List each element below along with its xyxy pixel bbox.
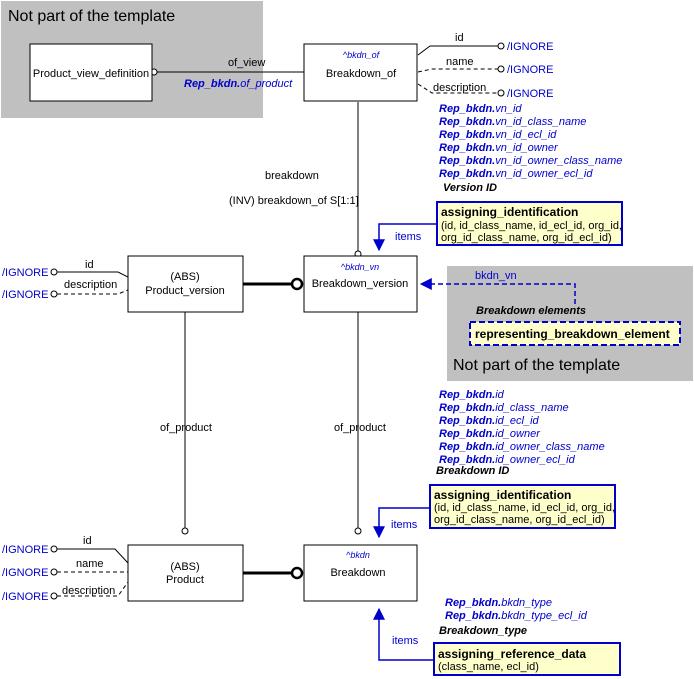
param-line: Rep_bkdn.vn_id_owner_ecl_id	[439, 168, 593, 180]
relation-bkdn-vn: bkdn_vn	[475, 270, 517, 282]
ignore-target[interactable]: /IGNORE	[2, 591, 48, 603]
relation-of-view: of_view	[228, 57, 265, 69]
relation-breakdown-elements: Breakdown elements	[476, 305, 586, 317]
param-line: Rep_bkdn.vn_id_owner	[439, 142, 559, 154]
entity-abs: (ABS)	[170, 271, 199, 283]
param-line: Rep_bkdn.id_owner_ecl_id	[439, 454, 576, 466]
attribute-name: id	[455, 32, 464, 44]
param-line: Rep_bkdn.vn_id_class_name	[439, 116, 586, 128]
ignore-target[interactable]: /IGNORE	[507, 41, 553, 53]
entity-label: Product	[166, 574, 204, 586]
param-line: Rep_bkdn.id	[439, 389, 505, 401]
entity-abs: (ABS)	[170, 561, 199, 573]
attribute-name: description	[62, 585, 115, 597]
param-group-breakdown-type: Rep_bkdn.bkdn_type Rep_bkdn.bkdn_type_ec…	[439, 597, 588, 637]
template-arrows	[373, 223, 576, 661]
template-title: assigning_reference_data	[438, 647, 586, 661]
relation-breakdown: breakdown	[265, 170, 319, 182]
entity-breakdown-version[interactable]: ^bkdn_vn Breakdown_version	[303, 255, 418, 313]
ignore-target[interactable]: /IGNORE	[2, 289, 48, 301]
template-assigning-identification-breakdown[interactable]: assigning_identification (id, id_class_n…	[429, 484, 616, 529]
entity-product-view-definition[interactable]: Product_view_definition	[29, 43, 153, 102]
param-line: Rep_bkdn.vn_id_ecl_id	[439, 129, 557, 141]
breakdown-of-attribute-lines	[417, 42, 505, 97]
template-representing-breakdown-element[interactable]: representing_breakdown_element	[469, 321, 681, 346]
entity-tag: ^bkdn_of	[343, 50, 381, 60]
items-label: items	[391, 519, 418, 531]
relation-inverse: (INV) breakdown_of S[1:1]	[229, 195, 359, 207]
region-right-label: Not part of the template	[453, 357, 620, 374]
ignore-target[interactable]: /IGNORE	[2, 544, 48, 556]
entity-tag: ^bkdn	[346, 550, 370, 560]
entity-label: Product_version	[145, 285, 225, 297]
attribute-labels: id /IGNORE name /IGNORE description /IGN…	[2, 32, 553, 603]
template-title: representing_breakdown_element	[475, 327, 670, 341]
ignore-target[interactable]: /IGNORE	[507, 64, 553, 76]
relation-of-view-reference: Rep_bkdn.of_product	[184, 78, 293, 90]
attribute-name: name	[446, 56, 474, 68]
relation-lines	[150, 68, 362, 580]
param-group-version-id: Rep_bkdn.vn_id Rep_bkdn.vn_id_class_name…	[439, 103, 622, 194]
param-line: Rep_bkdn.bkdn_type_ecl_id	[445, 610, 588, 622]
template-title: assigning_identification	[441, 205, 578, 219]
entity-tag: ^bkdn_vn	[341, 262, 379, 272]
ignore-target[interactable]: /IGNORE	[507, 88, 553, 100]
param-group-breakdown-id: Rep_bkdn.id Rep_bkdn.id_class_name Rep_b…	[436, 389, 605, 477]
attribute-name: description	[64, 279, 117, 291]
relation-bv-of-product: of_product	[334, 422, 386, 434]
entity-label: Breakdown_version	[312, 278, 409, 290]
attribute-name: name	[76, 558, 104, 570]
param-line: Rep_bkdn.vn_id	[439, 103, 522, 115]
template-params: org_id_class_name, org_id_ecl_id)	[441, 232, 612, 244]
entity-label: Breakdown	[330, 567, 385, 579]
param-group-title: Breakdown ID	[436, 465, 509, 477]
param-line: Rep_bkdn.vn_id_owner_class_name	[439, 155, 622, 167]
entity-label: Product_view_definition	[33, 68, 149, 80]
relation-pv-of-product: of_product	[160, 422, 212, 434]
template-title: assigning_identification	[434, 488, 571, 502]
entity-breakdown-of[interactable]: ^bkdn_of Breakdown_of	[303, 43, 418, 102]
template-params: (id, id_class_name, id_ecl_id, org_id,	[434, 502, 615, 514]
param-line: Rep_bkdn.id_ecl_id	[439, 415, 540, 427]
attribute-name: description	[433, 82, 486, 94]
items-label: items	[395, 231, 422, 243]
param-line: Rep_bkdn.id_class_name	[439, 402, 569, 414]
entity-product-version[interactable]: (ABS) Product_version	[127, 255, 244, 313]
param-line: Rep_bkdn.id_owner	[439, 428, 541, 440]
product-version-attribute-lines	[50, 268, 129, 298]
template-params: org_id_class_name, org_id_ecl_id)	[434, 514, 605, 526]
items-label: items	[392, 635, 419, 647]
ignore-target[interactable]: /IGNORE	[2, 267, 48, 279]
template-params: (class_name, ecl_id)	[438, 661, 539, 673]
param-group-title: Breakdown_type	[439, 625, 527, 637]
product-attribute-lines	[50, 545, 129, 600]
attribute-name: id	[85, 259, 94, 271]
param-group-title: Version ID	[443, 182, 497, 194]
template-assigning-identification-version[interactable]: assigning_identification (id, id_class_n…	[436, 201, 623, 246]
entity-product[interactable]: (ABS) Product	[127, 544, 244, 602]
template-assigning-reference-data[interactable]: assigning_reference_data (class_name, ec…	[433, 642, 621, 676]
param-line: Rep_bkdn.bkdn_type	[445, 597, 552, 609]
ignore-target[interactable]: /IGNORE	[2, 567, 48, 579]
template-params: (id, id_class_name, id_ecl_id, org_id,	[441, 220, 622, 232]
entity-label: Breakdown_of	[326, 68, 397, 80]
entity-breakdown[interactable]: ^bkdn Breakdown	[303, 544, 418, 602]
relation-labels: of_view Rep_bkdn.of_product breakdown (I…	[160, 57, 586, 434]
param-line: Rep_bkdn.id_owner_class_name	[439, 441, 605, 453]
attribute-name: id	[83, 535, 92, 547]
region-top-left-label: Not part of the template	[8, 8, 175, 25]
